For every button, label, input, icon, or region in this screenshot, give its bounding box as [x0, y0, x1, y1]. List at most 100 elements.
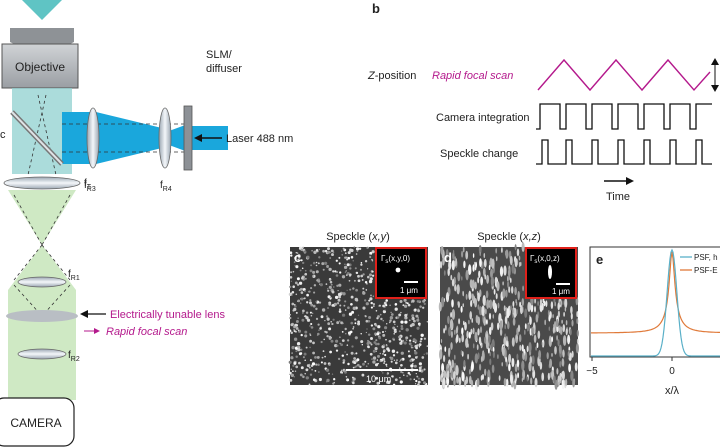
speckle-grain — [358, 247, 362, 250]
speckle-grain — [289, 378, 293, 382]
speckle-grain — [337, 357, 341, 361]
speckle-grain — [405, 301, 408, 304]
speckle-grain — [454, 256, 456, 262]
speckle-grain — [332, 318, 335, 321]
speckle-grain — [290, 276, 292, 278]
laser-beam-taper-1 — [96, 112, 170, 164]
speckle-grain — [465, 250, 469, 260]
speckle-grain — [448, 347, 451, 356]
speckle-grain — [544, 319, 547, 326]
speckle-grain — [521, 344, 524, 352]
speckle-grain — [339, 308, 341, 311]
speckle-grain — [300, 248, 303, 252]
speckle-grain — [324, 249, 328, 253]
speckle-grain — [576, 318, 579, 325]
speckle-grain — [359, 365, 362, 368]
speckle-grain — [440, 349, 442, 355]
speckle-grain — [368, 333, 370, 336]
speckle-grain — [348, 312, 353, 316]
speckle-grain — [484, 308, 487, 315]
speckle-grain — [404, 317, 407, 319]
speckle-grain — [352, 306, 356, 310]
speckle-grain — [312, 341, 315, 345]
speckle-grain — [416, 355, 419, 358]
speckle-grain — [486, 299, 490, 309]
speckle-grain — [364, 315, 367, 318]
speckle-grain — [403, 298, 407, 302]
speckle-grain — [393, 339, 395, 341]
speckle-grain — [479, 251, 481, 257]
laser-label: Laser 488 nm — [226, 133, 293, 145]
speckle-grain — [410, 364, 414, 368]
speckle-grain — [338, 310, 342, 313]
inset-xy-label: Γs(x,y,0) — [381, 254, 410, 265]
dashed-ray-5 — [13, 244, 43, 281]
speckle-grain — [498, 375, 501, 381]
speckle-grain — [462, 303, 464, 308]
speckle-grain — [406, 374, 409, 378]
speckle-grain — [345, 376, 348, 378]
speckle-grain — [341, 313, 346, 317]
speckle-grain — [340, 343, 343, 347]
speckle-grain — [362, 306, 366, 310]
speckle-grain — [313, 291, 316, 294]
speckle-grain — [445, 292, 450, 303]
speckle-grain — [409, 324, 413, 328]
speckle-grain — [374, 332, 378, 336]
speckle-grain — [390, 360, 393, 363]
speckle-grain — [415, 372, 417, 375]
speckle-xy-texture — [288, 246, 429, 386]
speckle-grain — [416, 300, 420, 303]
speckle-grain — [354, 322, 357, 325]
speckle-grain — [346, 272, 350, 276]
speckle-grain — [495, 248, 498, 254]
speckle-grain — [480, 375, 483, 381]
slm-label-line1: SLM/ — [206, 49, 233, 61]
speckle-grain — [444, 324, 447, 331]
speckle-grain — [292, 364, 295, 367]
speckle-grain — [479, 258, 482, 267]
speckle-grain — [449, 318, 454, 330]
speckle-grain — [371, 274, 375, 277]
speckle-grain — [304, 277, 307, 280]
speckle-grain — [423, 337, 426, 340]
speckle-grain — [549, 311, 552, 319]
speckle-grain — [524, 308, 528, 319]
speckle-grain — [293, 261, 296, 263]
time-label: Time — [606, 191, 630, 203]
speckle-grain — [343, 265, 348, 270]
detection-beam-lower — [8, 245, 76, 400]
speckle-grain — [409, 334, 412, 337]
speckle-grain — [292, 285, 295, 288]
speckle-grain — [352, 287, 355, 290]
speckle-grain — [377, 362, 379, 365]
speckle-grain — [291, 294, 293, 296]
speckle-grain — [290, 254, 293, 257]
speckle-grain — [508, 363, 511, 372]
speckle-grain — [570, 306, 573, 315]
speckle-grain — [455, 327, 458, 334]
speckle-grain — [362, 291, 366, 295]
speckle-grain — [392, 320, 396, 324]
speckle-grain — [398, 338, 402, 341]
speckle-grain — [541, 302, 544, 311]
speckle-grain — [403, 341, 406, 344]
speckle-grain — [310, 287, 313, 290]
speckle-grain — [378, 304, 381, 307]
speckle-grain — [549, 358, 553, 369]
tunable-arrow-head — [80, 310, 88, 318]
speckle-grain — [352, 328, 354, 330]
speckle-grain — [290, 356, 294, 360]
speckle-grain — [390, 356, 394, 361]
speckle-grain — [564, 378, 568, 387]
speckle-grain — [312, 261, 316, 265]
speckle-grain — [354, 353, 356, 355]
speckle-grain — [466, 330, 469, 339]
speckle-grain — [297, 258, 300, 261]
speckle-grain — [345, 270, 348, 272]
optical-setup: Objective Laser 488 nm SLM/ diffuser — [0, 0, 293, 447]
speckle-grain — [520, 261, 522, 267]
inset-xy-scale-label: 1 μm — [400, 286, 418, 295]
speckle-grain — [557, 339, 560, 347]
